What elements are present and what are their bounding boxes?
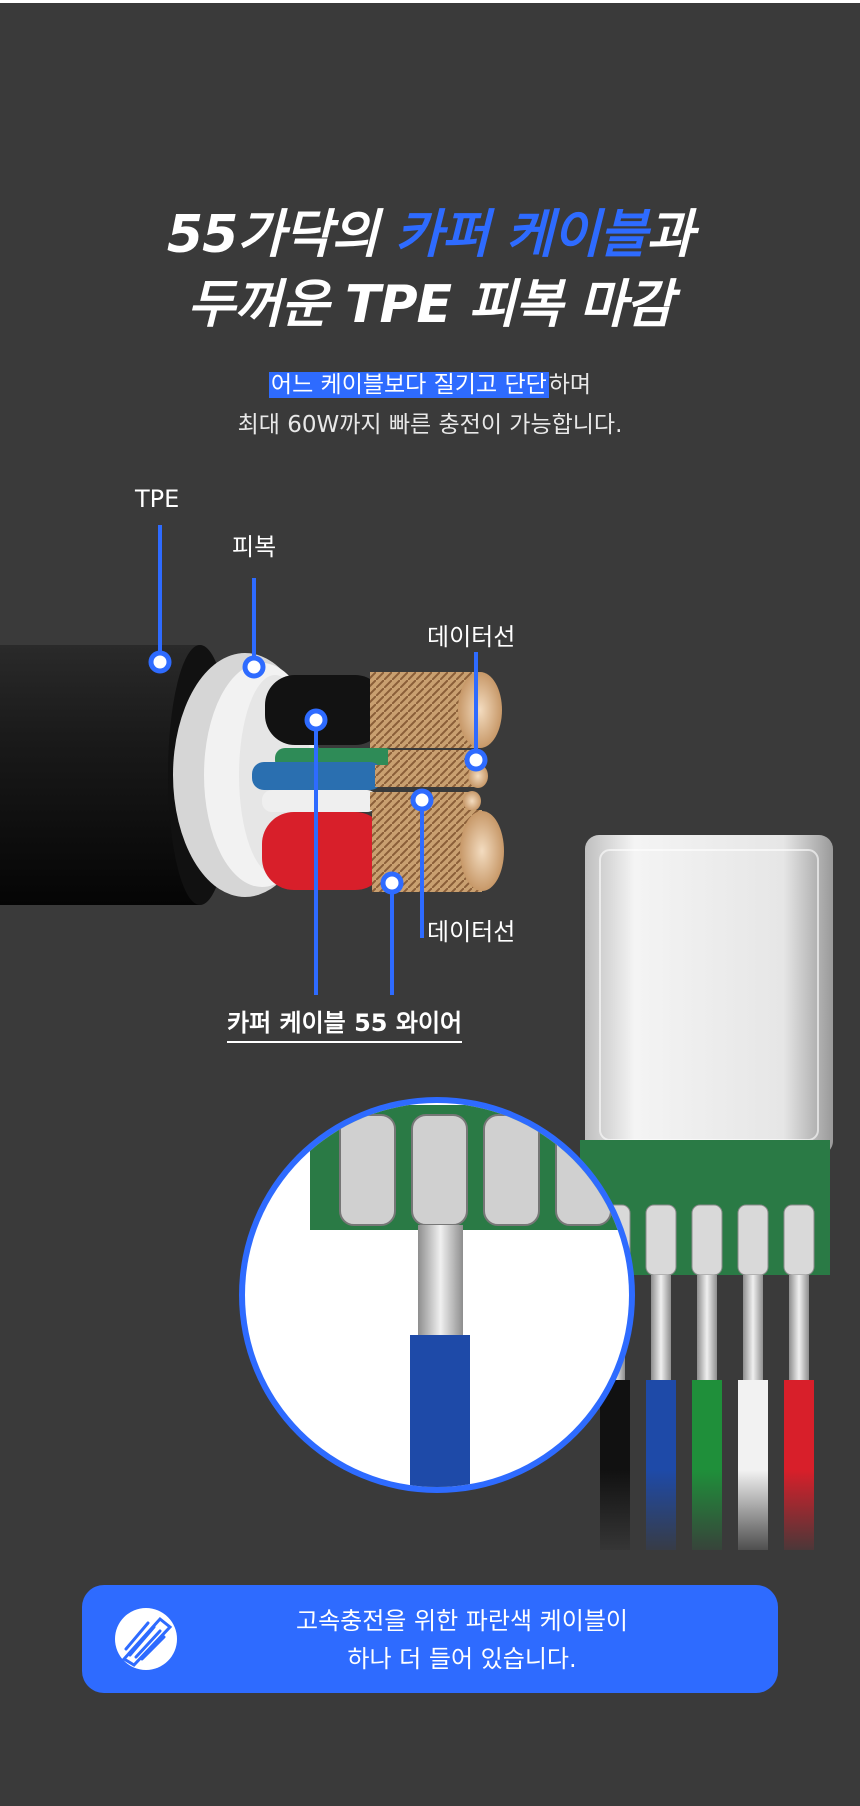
headline-line-2: 두꺼운 TPE 피복 마감 xyxy=(187,275,673,335)
subtext-highlight: 어느 케이블보다 질기고 단단 xyxy=(268,372,549,398)
top-rule xyxy=(0,0,860,3)
label-sheath: 피복 xyxy=(232,533,277,561)
headline-line-1: 55가닥의 카퍼 케이블과 xyxy=(0,200,860,270)
headline: 55가닥의 카퍼 케이블과 두꺼운 TPE 피복 마감 xyxy=(0,200,860,340)
headline-line-1-start: 55가닥의 xyxy=(166,205,395,265)
wire-blue xyxy=(252,762,488,790)
label-copper-wire: 카퍼 케이블 55 와이어 xyxy=(227,1003,463,1043)
wire-white xyxy=(262,790,481,812)
callout-lines xyxy=(158,525,478,995)
cable-strands-icon xyxy=(112,1605,180,1673)
headline-line-1-end: 과 xyxy=(646,205,694,265)
label-data-wire-top: 데이터선 xyxy=(427,623,516,651)
info-box: 고속충전을 위한 파란색 케이블이 하나 더 들어 있습니다. xyxy=(82,1585,778,1693)
subtext-line-2: 최대 60W까지 빠른 충전이 가능합니다. xyxy=(237,412,623,438)
subtext-line-1-rest: 하며 xyxy=(548,372,592,398)
label-tpe: TPE xyxy=(135,485,180,513)
subtext: 어느 케이블보다 질기고 단단하며 최대 60W까지 빠른 충전이 가능합니다. xyxy=(0,365,860,445)
wire-black xyxy=(265,672,502,748)
info-text: 고속충전을 위한 파란색 케이블이 하나 더 들어 있습니다. xyxy=(202,1602,722,1678)
info-line-2: 하나 더 들어 있습니다. xyxy=(347,1645,577,1673)
info-line-1: 고속충전을 위한 파란색 케이블이 xyxy=(295,1607,628,1635)
label-data-wire-bottom: 데이터선 xyxy=(427,918,516,946)
headline-highlight: 카퍼 케이블 xyxy=(394,205,647,265)
usb-c-connector xyxy=(580,835,833,1276)
subtext-line-1: 어느 케이블보다 질기고 단단하며 xyxy=(0,365,860,405)
magnified-solder-view xyxy=(239,1097,635,1493)
callout-dots xyxy=(148,650,488,895)
